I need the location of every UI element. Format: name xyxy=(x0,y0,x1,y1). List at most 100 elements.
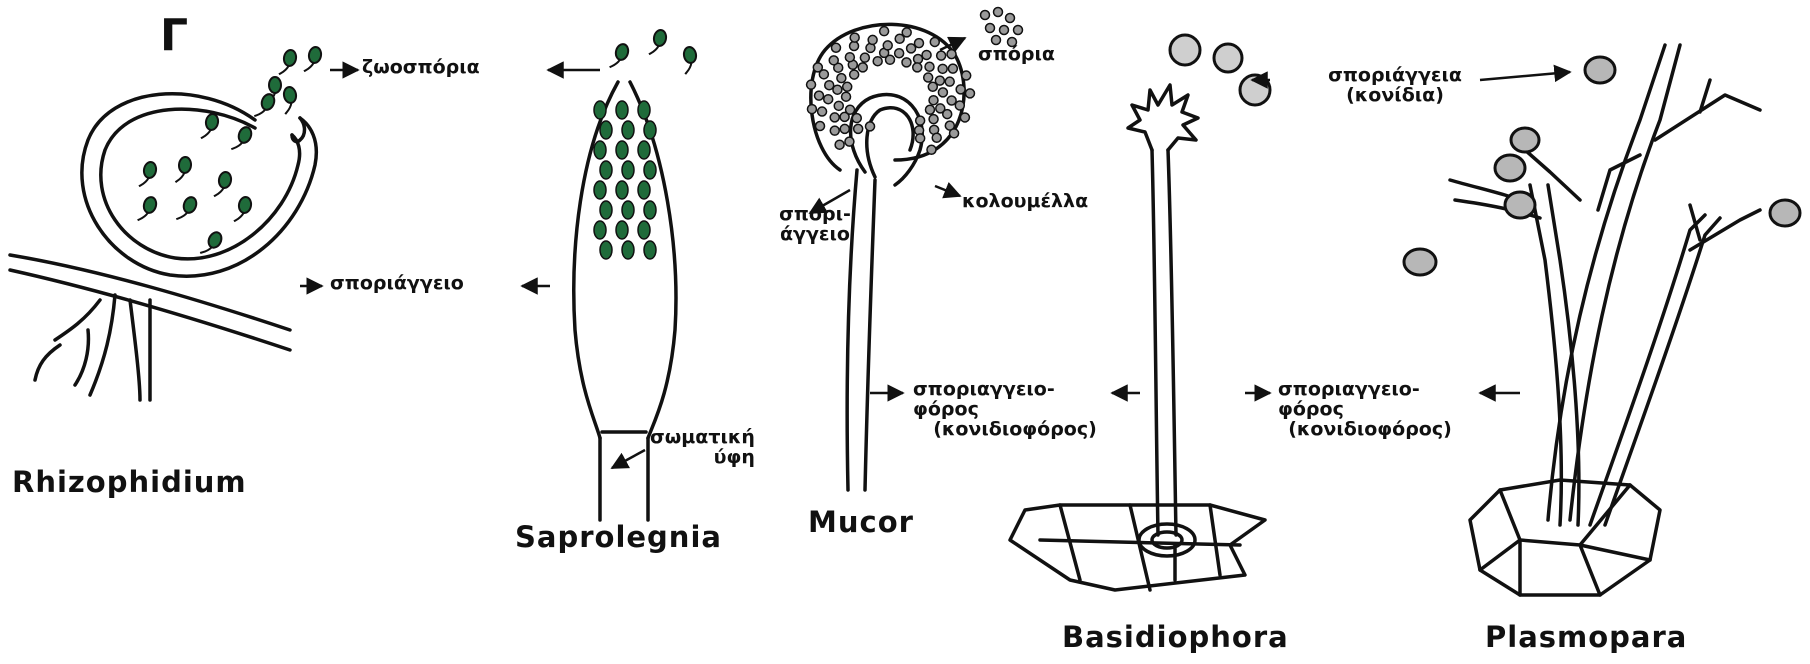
mucor-spore xyxy=(902,58,911,67)
mucor-spore xyxy=(927,145,936,154)
saprolegnia-zoospore xyxy=(644,161,656,179)
mucor-spore xyxy=(860,53,869,62)
mucor-spore xyxy=(846,105,855,114)
label-sporangiophore-mucor-line2: φόρος xyxy=(895,400,1135,420)
zoospore xyxy=(610,42,630,71)
zoospore xyxy=(234,196,252,224)
saprolegnia-zoospore xyxy=(600,121,612,139)
mucor-spore xyxy=(981,11,990,20)
mucor-spore xyxy=(925,105,934,114)
mucor-spore xyxy=(943,110,952,119)
saprolegnia-zoospore xyxy=(638,141,650,159)
saprolegnia-zoospore xyxy=(622,241,634,259)
zoospore xyxy=(138,195,158,224)
mucor-spore xyxy=(960,113,969,122)
mucor-spore xyxy=(850,33,859,42)
mucor-spore xyxy=(916,134,925,143)
mucor-spore xyxy=(824,95,833,104)
saprolegnia-zoospore xyxy=(638,101,650,119)
mucor-spore xyxy=(925,62,934,71)
panel-letter: Γ xyxy=(160,10,188,61)
saprolegnia-zoospore xyxy=(622,121,634,139)
zoospore xyxy=(281,86,299,114)
saprolegnia-zoospore xyxy=(644,201,656,219)
mucor-spore xyxy=(955,101,964,110)
mucor-spore xyxy=(965,89,974,98)
mucor-spore xyxy=(845,53,854,62)
name-basidiophora: Basidiophora xyxy=(1062,620,1289,654)
mucor-spore xyxy=(818,107,827,116)
saprolegnia-zoospore xyxy=(616,181,628,199)
mucor-spore xyxy=(866,122,875,131)
label-sporangiophore-plasmopara-line1: σποριαγγειο- xyxy=(1250,380,1490,400)
mucor-spore xyxy=(937,51,946,60)
mucor-spore xyxy=(914,39,923,48)
saprolegnia-zoospore xyxy=(616,221,628,239)
label-spores: σπόρια xyxy=(978,45,1055,65)
mucor-spore xyxy=(948,64,957,73)
mucor-spore xyxy=(902,28,911,37)
name-mucor: Mucor xyxy=(808,505,914,539)
saprolegnia-zoospore xyxy=(638,181,650,199)
mucor-spore xyxy=(834,101,843,110)
mucor-spore xyxy=(830,126,839,135)
mucor-spore xyxy=(914,55,923,64)
mucor-spore xyxy=(947,50,956,59)
saprolegnia-zoospore xyxy=(638,221,650,239)
mucor-spore xyxy=(922,50,931,59)
mucor-spore xyxy=(843,82,852,91)
mucor-spore xyxy=(930,37,939,46)
zoospore xyxy=(649,29,667,57)
mucor-spore xyxy=(868,35,877,44)
label-sporangium-split: σπορι- άγγειο xyxy=(770,205,860,245)
mucor-spore xyxy=(880,27,889,36)
label-sporangiophore-mucor-line3: (κονιδιοφόρος) xyxy=(895,420,1135,440)
mucor-spore xyxy=(916,116,925,125)
label-sporangiophore-mucor-line1: σποριαγγειο- xyxy=(895,380,1135,400)
mucor-spore xyxy=(1000,26,1009,35)
saprolegnia-zoospore xyxy=(594,141,606,159)
mucor-spore xyxy=(845,137,854,146)
mucor-spore xyxy=(928,82,937,91)
mucor-spore xyxy=(883,41,892,50)
label-sporangiophore-plasmopara-line2: φόρος xyxy=(1250,400,1490,420)
saprolegnia-zoospore xyxy=(594,101,606,119)
mucor-spore xyxy=(986,24,995,33)
mucor-spore xyxy=(873,57,882,66)
label-sporangium-split-line1: σπορι- xyxy=(770,205,860,225)
mucor-spore xyxy=(835,140,844,149)
label-columella: κολουμέλλα xyxy=(962,192,1088,212)
mucor-spore xyxy=(815,91,824,100)
name-saprolegnia: Saprolegnia xyxy=(515,520,722,554)
label-sporangiophore-plasmopara-line3: (κονιδιοφόρος) xyxy=(1250,420,1490,440)
mucor-spore xyxy=(886,55,895,64)
label-sporangia-line2: (κονίδια) xyxy=(1320,86,1470,106)
mucor-spore xyxy=(852,114,861,123)
label-sporangia: σποριάγγεια (κονίδια) xyxy=(1320,66,1470,106)
rhizophidium-drawing xyxy=(10,94,316,400)
zoospore xyxy=(176,195,198,224)
zoospore xyxy=(254,92,276,121)
label-somatic-hypha-line1: σωματική xyxy=(650,428,755,448)
name-rhizophidium: Rhizophidium xyxy=(12,465,247,499)
saprolegnia-zoospore xyxy=(600,161,612,179)
saprolegnia-zoospore xyxy=(594,221,606,239)
zoospore xyxy=(681,46,699,74)
mucor-spore xyxy=(807,105,816,114)
zoospore xyxy=(304,46,322,74)
saprolegnia-zoospore xyxy=(600,201,612,219)
mucor-spore xyxy=(829,56,838,65)
mucor-spore xyxy=(924,73,933,82)
mucor-spore xyxy=(938,88,947,97)
mucor-spore xyxy=(854,124,863,133)
saprolegnia-zoospore xyxy=(616,101,628,119)
basidiophora-drawing xyxy=(1010,85,1265,590)
label-sporangium-rhizophidium: σποριάγγειο xyxy=(330,274,464,294)
mucor-spore xyxy=(837,74,846,83)
mucor-spore xyxy=(962,71,971,80)
saprolegnia-zoospore xyxy=(594,181,606,199)
mucor-spore xyxy=(956,85,965,94)
rhizophidium-zoospores xyxy=(138,46,323,259)
saprolegnia-zoospores xyxy=(594,29,699,259)
zoospore xyxy=(231,125,253,154)
